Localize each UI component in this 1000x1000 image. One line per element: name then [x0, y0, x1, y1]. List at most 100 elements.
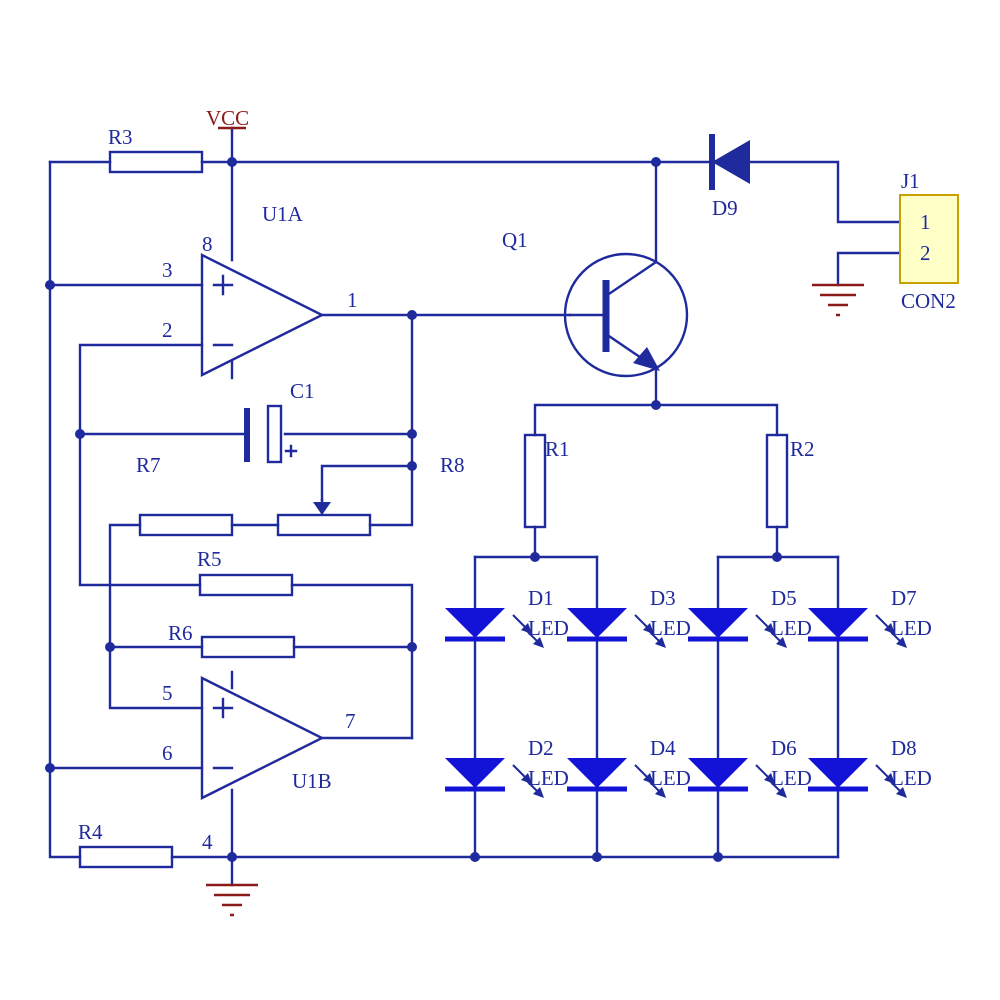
led-triangle-icon — [808, 758, 868, 788]
led-emission-arrowhead-icon — [884, 623, 895, 634]
u1a-pin3-label: 3 — [162, 258, 173, 282]
u1b-plus-icon — [212, 697, 234, 719]
junction-dot — [45, 763, 55, 773]
junction-dot — [45, 280, 55, 290]
r2-label: R2 — [790, 437, 815, 461]
r7-label: R7 — [136, 453, 161, 477]
resistor-r4 — [78, 845, 174, 869]
r8-wiper-arrowhead-icon — [313, 502, 331, 515]
ground-symbols — [206, 126, 864, 917]
u1b-pin7-label: 7 — [345, 709, 356, 733]
led-triangle-icon — [808, 608, 868, 638]
junction-dot — [407, 429, 417, 439]
led-type-label: LED — [650, 616, 691, 640]
d9-label: D9 — [712, 196, 738, 220]
led-triangle-icon — [567, 608, 627, 638]
potentiometer-r8 — [276, 513, 372, 537]
r3-label: R3 — [108, 125, 133, 149]
junction-dot — [75, 429, 85, 439]
u1a-label: U1A — [262, 202, 304, 226]
led-emission-arrowhead-icon — [533, 637, 544, 648]
led-emission-arrowhead-icon — [643, 623, 654, 634]
led-emission-arrowhead-icon — [521, 623, 532, 634]
j1-body — [899, 194, 959, 284]
resistor-r5 — [198, 573, 294, 597]
transistor-q1 — [563, 252, 689, 378]
led-type-label: LED — [771, 616, 812, 640]
r4-label: R4 — [78, 820, 103, 844]
resistor-r6 — [200, 635, 296, 659]
junction-dot — [530, 552, 540, 562]
top-rail-wire — [48, 160, 902, 224]
q1-emitter-arrow-icon — [633, 347, 660, 371]
led-emission-arrowhead-icon — [643, 773, 654, 784]
led-type-label: LED — [528, 766, 569, 790]
output-vertical-wire — [368, 313, 414, 527]
led-triangle-icon — [445, 758, 505, 788]
junction-dot — [651, 400, 661, 410]
r1-label: R1 — [545, 437, 570, 461]
ground-icon — [812, 283, 864, 317]
opamp-u1a — [200, 253, 325, 380]
led-emission-arrowhead-icon — [896, 637, 907, 648]
led-emission-arrowhead-icon — [884, 773, 895, 784]
labels: VCC R3 U1A Q1 D9 J1 1 2 CON2 8 3 2 1 C1 … — [78, 106, 956, 854]
u1a-pin8-label: 8 — [202, 232, 213, 256]
led-emission-arrowhead-icon — [764, 623, 775, 634]
j1-pin1-label: 1 — [920, 210, 931, 234]
q1-label: Q1 — [502, 228, 528, 252]
c1-label: C1 — [290, 379, 315, 403]
led-designator-label: D2 — [528, 736, 554, 760]
c1-plus-icon — [284, 444, 298, 458]
left-and-bottom-rail-wire — [48, 160, 840, 859]
junction-dot — [470, 852, 480, 862]
junction-dots — [45, 157, 782, 862]
j1-label: J1 — [901, 169, 920, 193]
led-designator-label: D7 — [891, 586, 917, 610]
led-column-wires — [473, 555, 840, 859]
connector-j1 — [899, 194, 959, 284]
con2-label: CON2 — [901, 289, 956, 313]
diode-d9 — [709, 134, 750, 190]
led-type-label: LED — [650, 766, 691, 790]
led-emission-arrowhead-icon — [764, 773, 775, 784]
led-triangle-icon — [445, 608, 505, 638]
d9-triangle — [712, 140, 750, 184]
pin2-feedback-wire — [78, 343, 414, 740]
wires — [48, 126, 902, 887]
led-type-label: LED — [891, 766, 932, 790]
junction-dot — [227, 157, 237, 167]
u1b-label: U1B — [292, 769, 332, 793]
led-designator-label: D4 — [650, 736, 676, 760]
led-emission-arrowhead-icon — [521, 773, 532, 784]
resistor-r7 — [138, 513, 234, 537]
led-triangle-icon — [688, 758, 748, 788]
j1-ground-wire — [836, 251, 902, 287]
junction-dot — [713, 852, 723, 862]
resistor-r1 — [523, 433, 547, 529]
junction-dot — [407, 642, 417, 652]
junction-dot — [772, 552, 782, 562]
junction-dot — [105, 642, 115, 652]
led-designator-label: D6 — [771, 736, 797, 760]
led-designator-label: D5 — [771, 586, 797, 610]
opamp-u1b-body — [200, 676, 325, 800]
r8-label: R8 — [440, 453, 465, 477]
u1a-plus-icon — [212, 274, 234, 296]
resistor-r2 — [765, 433, 789, 529]
led-emission-arrowhead-icon — [896, 787, 907, 798]
led-emission-arrowhead-icon — [655, 787, 666, 798]
r1-r2-down-wire — [533, 525, 779, 559]
r8-wiper-wire — [320, 464, 414, 502]
led-emission-arrowhead-icon — [655, 637, 666, 648]
capacitor-c1 — [244, 404, 298, 464]
led-designator-label: D3 — [650, 586, 676, 610]
u1b-pin4-label: 4 — [202, 830, 213, 854]
